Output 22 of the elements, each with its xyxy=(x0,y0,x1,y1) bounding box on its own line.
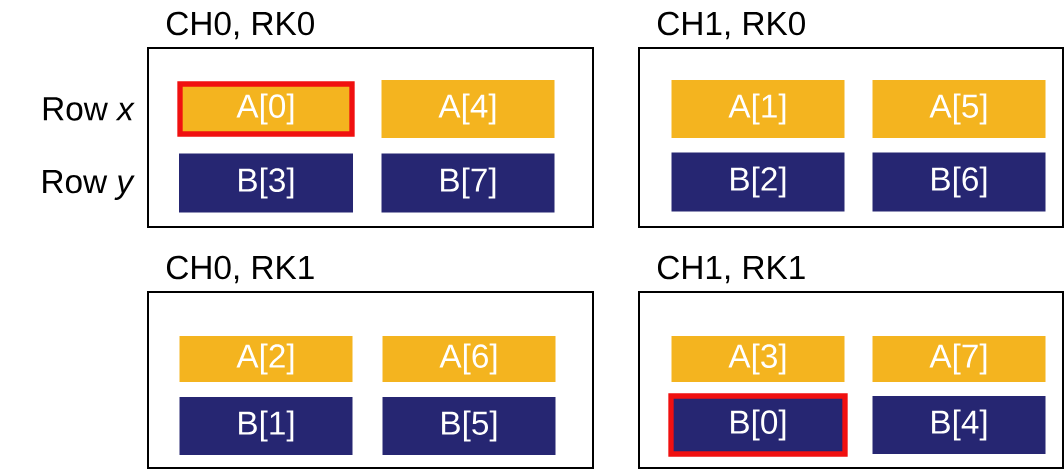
data-block: A[1] xyxy=(671,80,845,138)
data-block: A[6] xyxy=(382,336,556,382)
highlighted-data-block: B[0] xyxy=(668,393,848,457)
data-block: B[7] xyxy=(381,153,555,213)
data-block: A[2] xyxy=(179,336,353,382)
data-block: A[3] xyxy=(671,336,845,382)
node-label: CH1, RK1 xyxy=(657,255,805,284)
node-label: CH1, RK0 xyxy=(657,11,805,40)
data-block: B[1] xyxy=(179,397,353,455)
row-label: Row x xyxy=(43,97,135,121)
data-block: A[7] xyxy=(872,336,1046,382)
data-block: B[2] xyxy=(671,152,845,212)
highlighted-data-block: A[0] xyxy=(177,81,355,137)
data-block: B[4] xyxy=(872,396,1046,454)
node-label: CH0, RK0 xyxy=(166,11,314,40)
node-label: CH0, RK1 xyxy=(166,255,314,284)
data-block: B[6] xyxy=(872,152,1046,212)
data-block: A[4] xyxy=(381,80,555,138)
row-label: Row y xyxy=(43,170,135,200)
data-block: A[5] xyxy=(872,80,1046,138)
data-block: B[3] xyxy=(179,153,353,213)
data-block: B[5] xyxy=(382,397,556,455)
